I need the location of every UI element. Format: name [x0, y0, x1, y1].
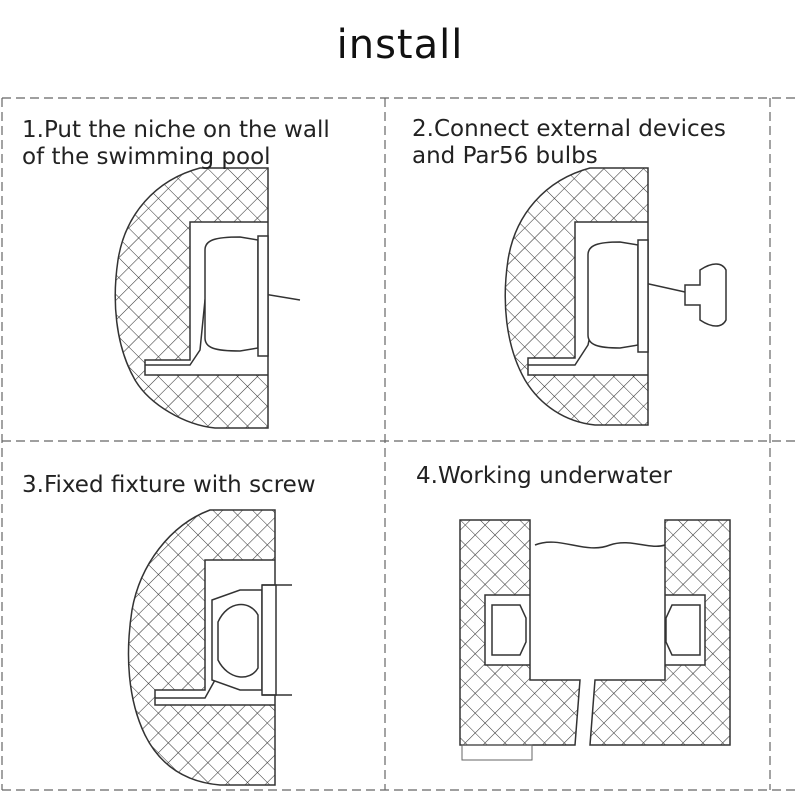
niche-flange — [257, 235, 269, 357]
niche-flange — [637, 239, 649, 353]
right-lamp — [665, 604, 701, 656]
step-1-caption: 1.Put the niche on the wall of the swimm… — [22, 117, 330, 171]
step-2-caption: 2.Connect external devices and Par56 bul… — [412, 116, 726, 170]
fixture-ring — [261, 584, 277, 696]
lamp — [217, 603, 259, 678]
panel-3-illustration — [127, 509, 292, 786]
step-2-line-1: 2.Connect external devices — [412, 116, 726, 142]
step-3-line-1: 3.Fixed fixture with screw — [22, 472, 316, 498]
wall-section — [127, 509, 276, 786]
step-4-line-1: 4.Working underwater — [416, 463, 672, 489]
water-surface — [534, 541, 666, 549]
step-1-line-1: 1.Put the niche on the wall — [22, 117, 330, 143]
step-1-line-2: of the swimming pool — [22, 144, 271, 170]
step-4-caption: 4.Working underwater — [416, 463, 672, 490]
step-3-caption: 3.Fixed fixture with screw — [22, 472, 316, 499]
left-lamp — [491, 604, 527, 656]
panel-1-illustration — [114, 167, 301, 429]
wall-section — [504, 167, 649, 426]
step-2-line-2: and Par56 bulbs — [412, 143, 598, 169]
pool-base-outline — [461, 744, 533, 761]
niche — [587, 241, 639, 349]
panel-2-illustration — [504, 167, 727, 426]
wall-section — [114, 167, 269, 429]
par56-bulb — [684, 263, 727, 327]
left-wall — [459, 519, 581, 746]
right-wall — [589, 519, 731, 746]
panel-4-illustration — [459, 519, 731, 761]
niche — [204, 236, 259, 352]
grid-dividers — [1, 97, 798, 791]
page-title: install — [336, 22, 464, 68]
